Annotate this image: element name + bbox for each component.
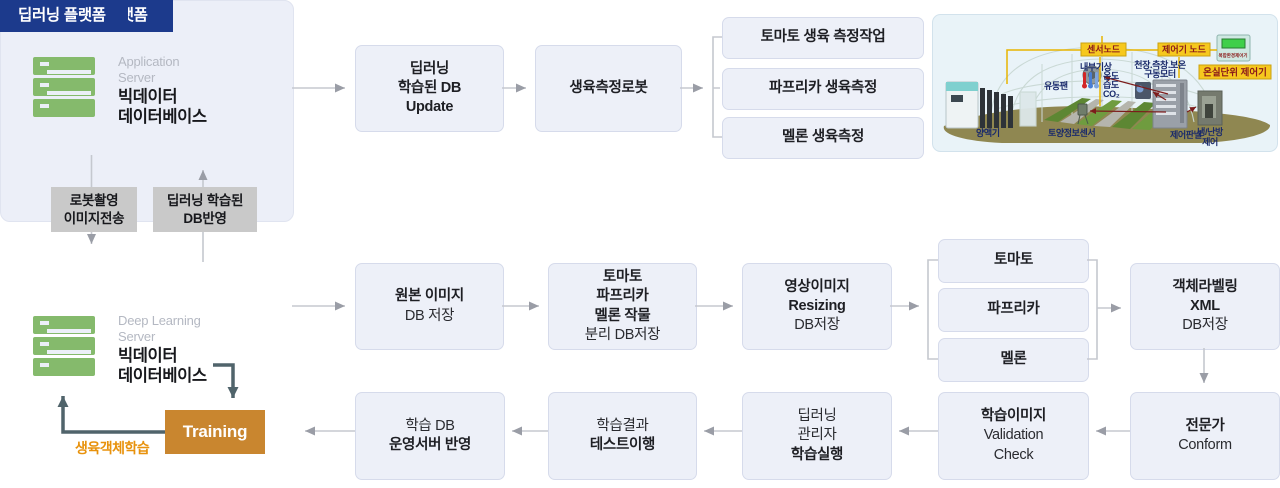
temp-label: 온도 [1103, 71, 1120, 81]
flow-box-crop-separate: 토마토 파프리카 멜론 작물 분리 DB저장 [548, 263, 697, 350]
application-server-icon [33, 57, 95, 117]
trained-db-apply-box: 딥러닝 학습된 DB반영 [153, 187, 257, 232]
flow-box-learning-run: 딥러닝 관리자 학습실행 [742, 392, 892, 480]
flow-box-object-labeling: 객체라벨링 XML DB저장 [1130, 263, 1280, 350]
flow-box-resizing: 영상이미지 Resizing DB저장 [742, 263, 892, 350]
fan-label: 유동팬 [1044, 80, 1068, 91]
flow-box-test-run: 학습결과 테스트이행 [548, 392, 697, 480]
server-name-text: 빅데이터 데이터베이스 [118, 347, 207, 385]
flow-box-paprika-measure: 파프리카 생육측정 [722, 68, 924, 110]
flow-box-original-image: 원본 이미지 DB 저장 [355, 263, 504, 350]
deeplearning-server-icon [33, 316, 95, 376]
flow-box-deploy-db: 학습 DB 운영서버 반영 [355, 392, 505, 480]
svg-text:온실단위 제어기: 온실단위 제어기 [1203, 67, 1267, 79]
soil-sensor-label: 토양정보센서 [1048, 127, 1095, 138]
flow-box-paprika: 파프리카 [938, 288, 1089, 332]
training-box: Training [165, 410, 265, 454]
deeplearning-platform-header: 딥러닝 플랫폼 [0, 0, 128, 32]
greenhouse-text-labels: 내부기상 천장.측창.보온 구동모터 온도 습도 CO₂ 유동팬 양액기 토양정… [976, 59, 1224, 147]
greenhouse-illustration: 복합환경제어기 센서노드 [932, 14, 1278, 152]
nutrient-label: 양액기 [976, 127, 1000, 138]
flow-box-db-update: 딥러닝 학습된 DB Update [355, 45, 504, 132]
deeplearning-server-label: Deep Learning Server 빅데이터 데이터베이스 [118, 313, 207, 387]
control-arrows [1089, 75, 1197, 115]
server-type-text: Application Server [118, 54, 180, 85]
growth-object-learning-label: 생육객체학습 [75, 440, 150, 456]
flow-box-melon: 멜론 [938, 338, 1089, 382]
humid-label: 습도 [1103, 79, 1120, 90]
flow-box-melon-measure: 멜론 생육측정 [722, 117, 924, 159]
server-type-text: Deep Learning Server [118, 313, 201, 344]
controller-node-label: 제어기 노드 [1157, 42, 1211, 57]
flow-box-measure-robot: 생육측정로봇 [535, 45, 682, 132]
soil-sensor-device [1077, 103, 1089, 125]
flow-box-expert-conform: 전문가 Conform [1130, 392, 1280, 480]
hvac-label-line1: 냉/난방 [1197, 126, 1224, 137]
hvac-label-line2: 제어 [1202, 136, 1218, 147]
co2-label: CO₂ [1103, 89, 1120, 99]
motor-label-line1: 천장.측창.보온 [1134, 59, 1186, 70]
flow-box-tomato-measure: 토마토 생육 측정작업 [722, 17, 924, 59]
flow-box-tomato: 토마토 [938, 239, 1089, 283]
drive-motor [1135, 82, 1151, 99]
hvac-photo [1197, 90, 1223, 126]
robot-image-transfer-box: 로봇촬영 이미지전송 [51, 187, 137, 232]
server-name-text: 빅데이터 데이터베이스 [118, 88, 207, 126]
application-server-label: Application Server 빅데이터 데이터베이스 [118, 54, 207, 128]
control-panel-cabinet [1152, 79, 1188, 129]
nutrient-machine [945, 81, 1013, 129]
motor-label-line2: 구동모터 [1144, 68, 1176, 79]
control-panel-label: 제어판넬 [1170, 129, 1202, 140]
svg-text:센서노드: 센서노드 [1087, 44, 1121, 55]
device-small-label: 복합환경제어기 [1219, 52, 1248, 59]
svg-text:제어기 노드: 제어기 노드 [1162, 44, 1207, 55]
thermometer-icons [1082, 72, 1099, 89]
flow-box-validation-check: 학습이미지 Validation Check [938, 392, 1089, 480]
unit-controller-label: 온실단위 제어기 [1198, 64, 1272, 80]
sensor-node-label: 센서노드 [1080, 42, 1127, 57]
unit-controller-device: 복합환경제어기 [1216, 34, 1251, 62]
indoor-weather-label: 내부기상 [1080, 61, 1113, 72]
